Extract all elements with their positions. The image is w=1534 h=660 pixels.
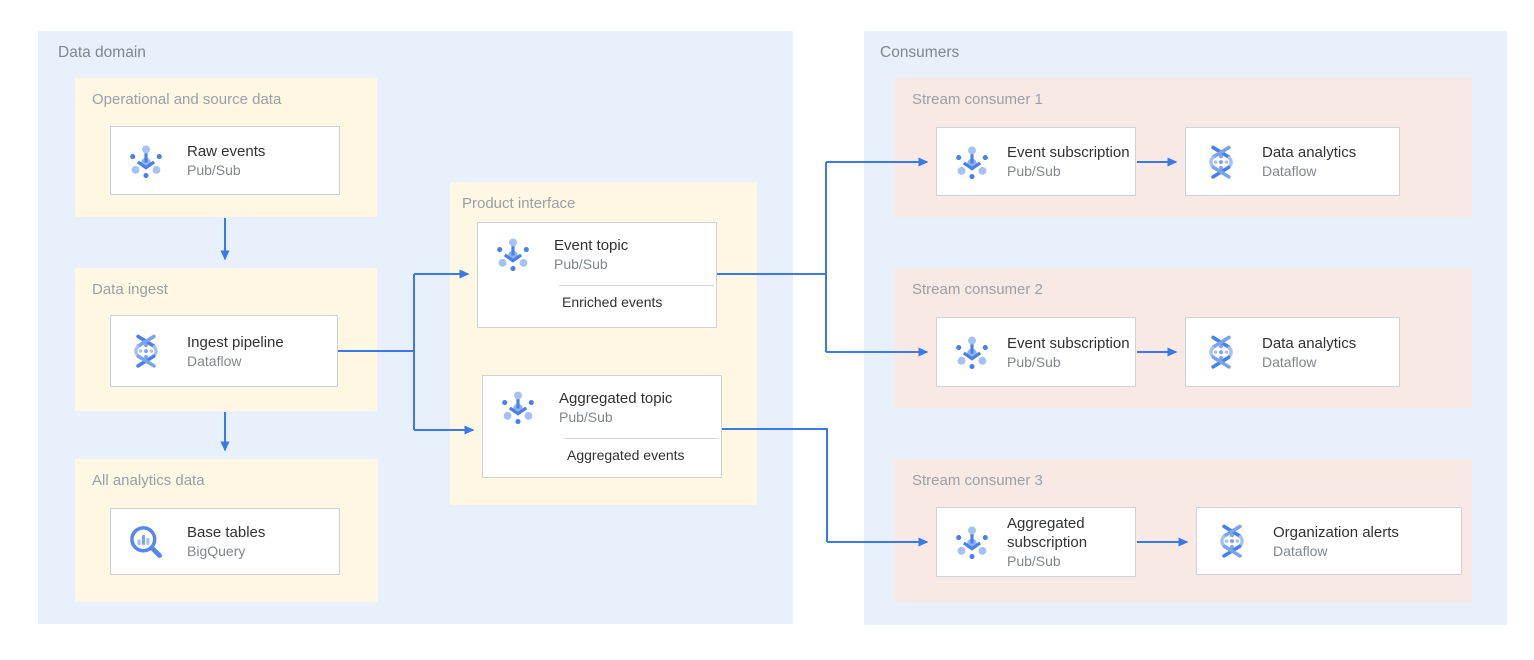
pubsub-icon	[953, 143, 991, 181]
card-title: Base tables	[187, 524, 266, 541]
card-event-subscription-1: Event subscription Pub/Sub	[936, 127, 1136, 196]
divider	[564, 438, 719, 439]
pubsub-icon	[953, 333, 991, 371]
card-title: Data analytics	[1262, 334, 1357, 352]
group-product-interface-label: Product interface	[462, 195, 576, 212]
card-product: Pub/Sub	[1007, 553, 1061, 569]
card-product: Pub/Sub	[559, 408, 613, 425]
topic-note: Enriched events	[562, 294, 663, 310]
card-base-tables: Base tables BigQuery	[110, 508, 340, 575]
card-product: Pub/Sub	[554, 255, 608, 272]
card-data-analytics-1: Data analytics Dataflow	[1185, 127, 1400, 196]
card-title: Aggregated topic	[559, 389, 673, 407]
card-product: Dataflow	[1262, 353, 1317, 370]
stream-consumer-2-label: Stream consumer 2	[912, 281, 1043, 298]
divider	[559, 285, 714, 286]
card-title: Event subscription	[1007, 334, 1130, 352]
dataflow-icon	[1213, 522, 1251, 560]
card-product: Pub/Sub	[1007, 353, 1061, 370]
pubsub-icon	[953, 523, 991, 561]
group-ingest-label: Data ingest	[92, 281, 168, 298]
topic-note: Aggregated events	[567, 447, 685, 463]
stream-consumer-3-label: Stream consumer 3	[912, 472, 1043, 489]
bigquery-icon	[127, 523, 165, 561]
group-operational-label: Operational and source data	[92, 91, 282, 108]
card-product: Dataflow	[187, 352, 242, 369]
card-title: Raw events	[187, 143, 266, 160]
card-title: Event topic	[554, 236, 629, 254]
pubsub-icon	[499, 388, 537, 426]
card-title: Data analytics	[1262, 144, 1357, 161]
dataflow-icon	[1202, 333, 1240, 371]
card-aggregated-topic: Aggregated topic Pub/Sub Aggregated even…	[482, 375, 722, 478]
card-product: Pub/Sub	[1007, 163, 1061, 179]
group-analytics-label: All analytics data	[92, 472, 205, 489]
consumers-label: Consumers	[880, 44, 960, 61]
card-product: Dataflow	[1262, 163, 1317, 179]
pubsub-icon	[127, 142, 165, 180]
card-ingest-pipeline: Ingest pipeline Dataflow	[110, 315, 338, 387]
card-product: Pub/Sub	[187, 162, 241, 178]
card-title: Ingest pipeline	[187, 333, 284, 351]
card-title: Organization alerts	[1273, 523, 1399, 541]
card-event-subscription-2: Event subscription Pub/Sub	[936, 317, 1136, 387]
card-product: Dataflow	[1273, 542, 1328, 559]
card-event-topic: Event topic Pub/Sub Enriched events	[477, 222, 717, 328]
card-product: BigQuery	[187, 543, 246, 559]
card-organization-alerts: Organization alerts Dataflow	[1196, 507, 1462, 575]
card-title: Event subscription	[1007, 144, 1130, 161]
pubsub-icon	[494, 235, 532, 273]
card-aggregated-subscription: Aggregated subscription Pub/Sub	[936, 507, 1136, 577]
dataflow-icon	[127, 332, 165, 370]
card-title: Aggregated subscription	[1007, 515, 1088, 551]
stream-consumer-1-label: Stream consumer 1	[912, 91, 1043, 108]
dataflow-icon	[1202, 143, 1240, 181]
data-domain-label: Data domain	[58, 44, 146, 61]
card-raw-events: Raw events Pub/Sub	[110, 126, 340, 195]
card-data-analytics-2: Data analytics Dataflow	[1185, 317, 1400, 387]
